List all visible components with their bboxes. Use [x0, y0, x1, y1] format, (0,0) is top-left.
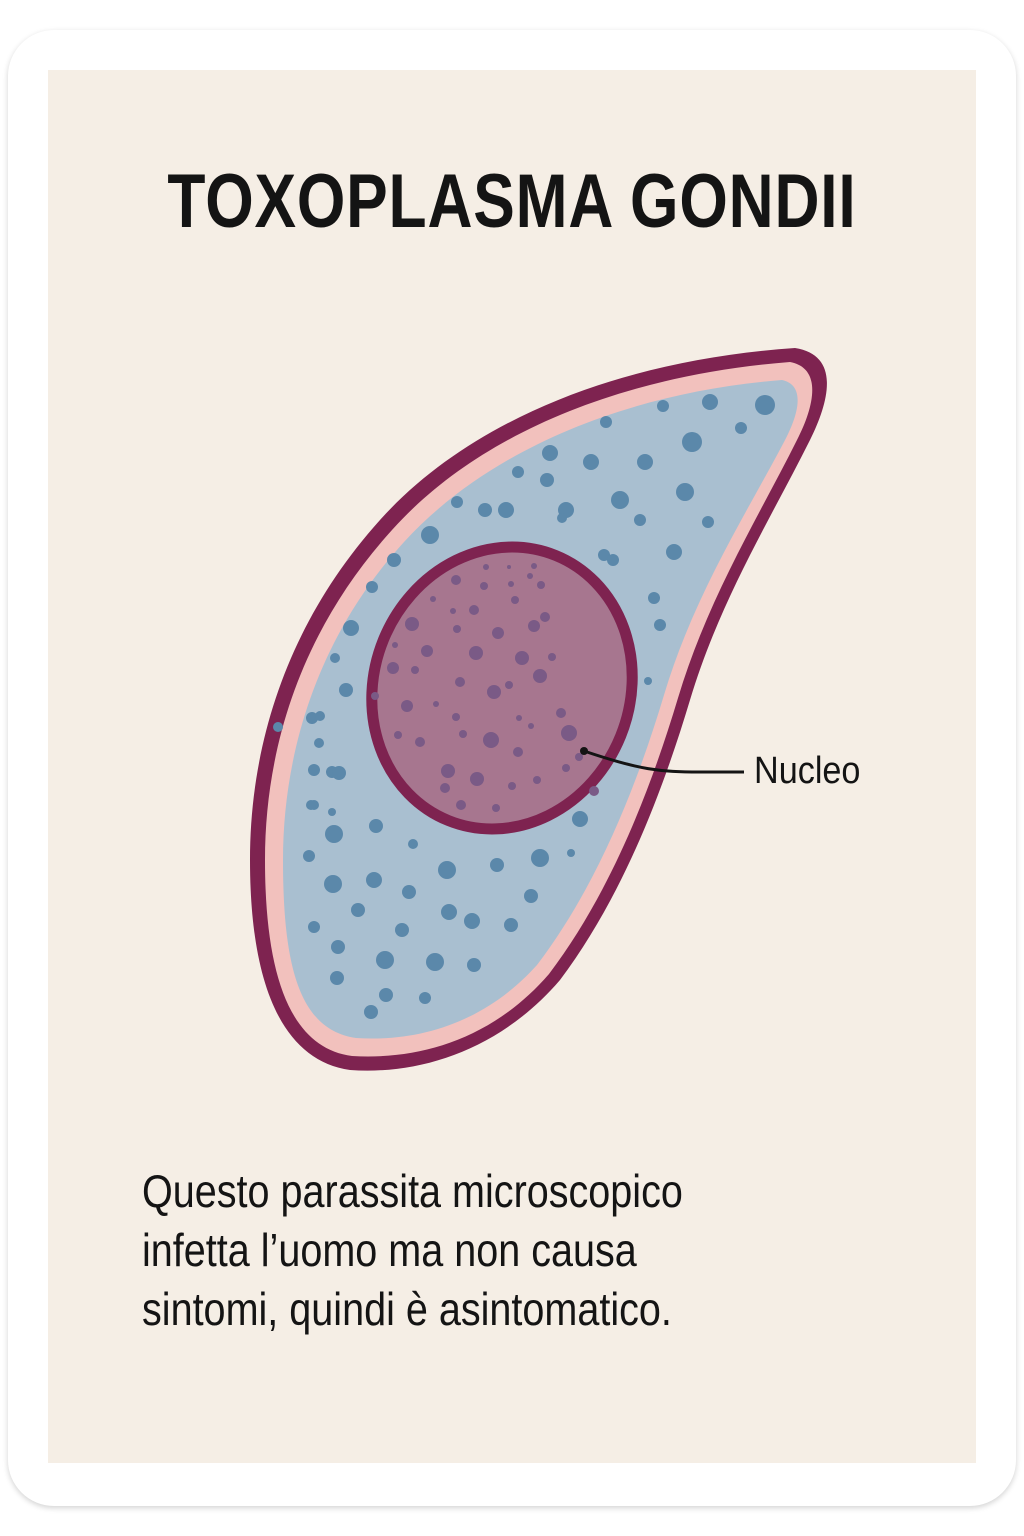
nucleus-chromatin	[371, 563, 599, 812]
cytoplasm-granules	[273, 394, 775, 1019]
description-line: infetta l’uomo ma non causa	[142, 1224, 637, 1276]
nucleus-leader-line	[583, 749, 744, 774]
nucleus-label: Nucleo	[754, 750, 861, 792]
leader-dot	[580, 747, 588, 755]
description-line: sintomi, quindi è asintomatico.	[142, 1283, 672, 1335]
card-title: TOXOPLASMA GONDII	[167, 159, 857, 244]
description-line: Questo parassita microscopico	[142, 1165, 683, 1217]
card-description: Questo parassita microscopico infetta l’…	[142, 1162, 796, 1339]
nucleus	[366, 541, 638, 835]
